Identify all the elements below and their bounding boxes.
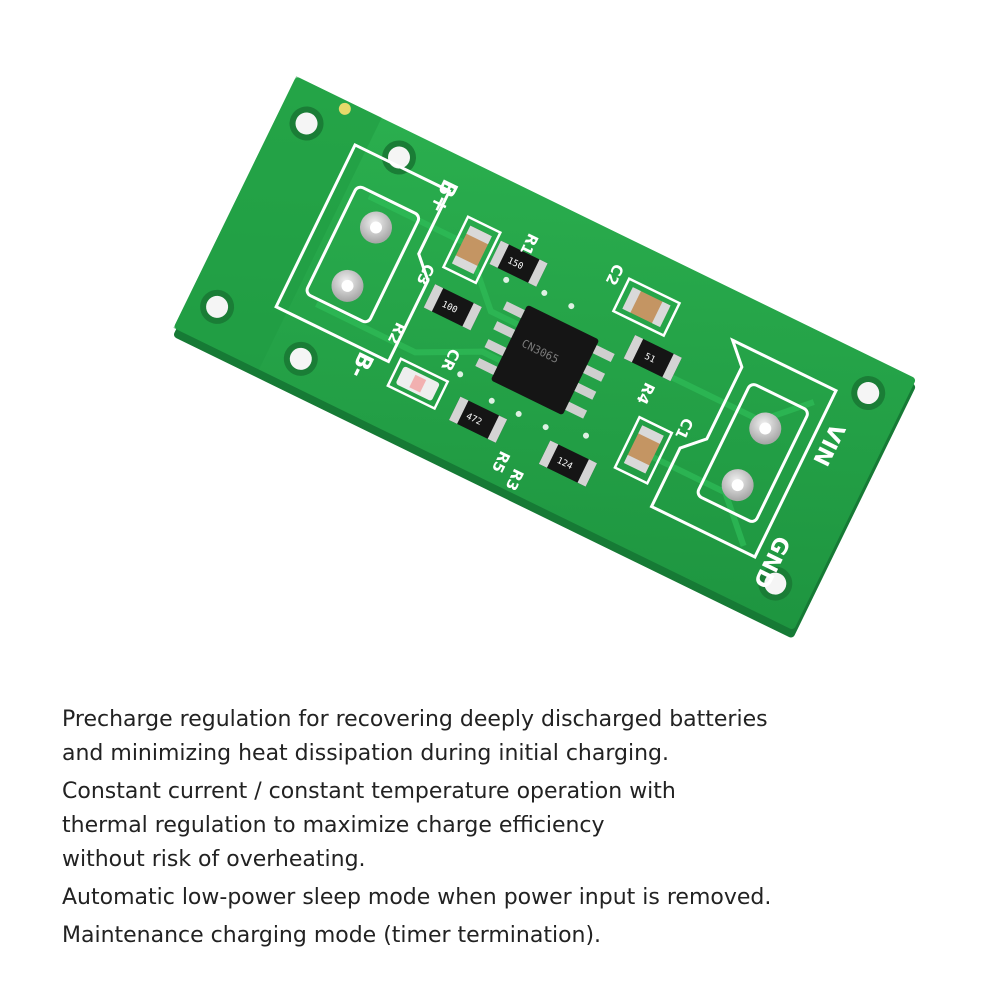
feature-paragraph: Maintenance charging mode (timer termina… xyxy=(62,919,962,953)
feature-paragraph: Constant current / constant temperature … xyxy=(62,775,962,877)
r4-code: 51 xyxy=(643,352,657,366)
resistor-r3: 124 xyxy=(538,440,598,487)
status-led xyxy=(386,357,450,411)
charger-ic: CN3065 xyxy=(475,301,615,419)
pcb-board: CN3065 150 xyxy=(173,76,916,638)
feature-line: without risk of overheating. xyxy=(62,847,366,872)
resistor-r1: 150 xyxy=(489,240,548,287)
resistors: 150 100 51 472 124 xyxy=(423,240,682,487)
capacitor-c2 xyxy=(611,276,682,338)
feature-line: and minimizing heat dissipation during i… xyxy=(62,741,669,766)
input-connector xyxy=(649,337,839,559)
pcb-product-photo: CN3065 150 xyxy=(173,76,916,638)
capacitor-c1 xyxy=(613,415,674,485)
resistor-r4: 51 xyxy=(623,334,682,382)
resistor-r2: 100 xyxy=(423,284,482,331)
feature-description: Precharge regulation for recovering deep… xyxy=(62,703,962,957)
feature-line: Constant current / constant temperature … xyxy=(62,779,676,804)
feature-paragraph: Automatic low-power sleep mode when powe… xyxy=(62,881,962,915)
feature-line: Automatic low-power sleep mode when powe… xyxy=(62,885,772,910)
feature-line: Precharge regulation for recovering deep… xyxy=(62,707,768,732)
feature-line: Maintenance charging mode (timer termina… xyxy=(62,923,602,948)
feature-line: thermal regulation to maximize charge ef… xyxy=(62,813,605,838)
battery-connector xyxy=(274,142,452,364)
resistor-r5: 472 xyxy=(448,396,508,443)
capacitor-c3 xyxy=(441,215,503,285)
capacitors xyxy=(441,215,682,485)
feature-paragraph: Precharge regulation for recovering deep… xyxy=(62,703,962,771)
